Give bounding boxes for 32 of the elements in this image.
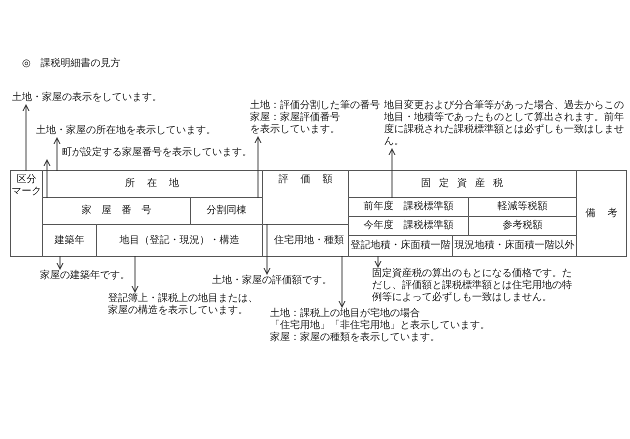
cell-text: 前年度 課税標準額 bbox=[364, 201, 454, 213]
annotation-text: 固定資産税の算出のもとになる価格です。ただし、評価額と課税標準額とは住宅用地の特例等によって必ずしも一致はしません。 bbox=[372, 268, 573, 304]
annotation-text: 地目変更および分合筆等があった場合、過去からこの地目・地積等であったものとして算出されます。前年度に課税された課税標準額とは必ずしも一致はしません。 bbox=[384, 100, 625, 148]
cell-text: 備考 bbox=[586, 208, 630, 220]
cell-text: 現況地積・床面積一階以外 bbox=[454, 240, 574, 252]
annotation-text: 土地・家屋の所在地を表示しています。 bbox=[36, 125, 217, 137]
cell-text: 軽減等税額 bbox=[498, 201, 548, 213]
cell-text: 家屋番号 bbox=[82, 205, 162, 217]
annotation-text: 登記簿上・課税上の地目または、家屋の構造を表示しています。 bbox=[108, 293, 259, 317]
cell-text: 地目（登記・現況）・構造 bbox=[120, 234, 240, 246]
annotation-text: 土地：評価分割した筆の番号 bbox=[250, 100, 381, 112]
cell-text: 登記地積・床面積一階 bbox=[350, 240, 450, 252]
page-title: ◎ 課税明細書の見方 bbox=[22, 56, 121, 70]
cell-text: 所在地 bbox=[125, 178, 191, 190]
cell-text: マーク bbox=[12, 186, 42, 198]
annotation-text: 家屋：家屋評価番号 bbox=[250, 112, 341, 124]
cell-text: 参考税額 bbox=[502, 220, 542, 232]
annotation-text: 土地・家屋の評価額です。 bbox=[212, 275, 333, 287]
annotation-text: 土地・家屋の表示をしています。 bbox=[12, 92, 163, 104]
annotation-text: 町が設定する家屋番号を表示しています。 bbox=[62, 147, 253, 159]
annotation-text: 「住宅用地」「非住宅用地」と表示しています。 bbox=[270, 320, 491, 332]
annotation-text: 土地：課税上の地目が宅地の場合 bbox=[270, 308, 421, 320]
cell-text: 固定資産税 bbox=[421, 178, 511, 190]
annotation-text: を表示しています。 bbox=[250, 124, 341, 136]
cell-text: 今年度 課税標準額 bbox=[364, 220, 454, 232]
cell-text: 建築年 bbox=[54, 234, 84, 246]
cell-text: 区分 bbox=[16, 174, 36, 186]
cell-text: 評価額 bbox=[278, 174, 344, 186]
annotation-text: 家屋：家屋の種類を表示しています。 bbox=[270, 332, 441, 344]
cell-text: 住宅用地・種類 bbox=[274, 234, 344, 246]
annotation-text: 家屋の建築年です。 bbox=[40, 270, 131, 282]
cell-text: 分割同棟 bbox=[206, 205, 246, 217]
